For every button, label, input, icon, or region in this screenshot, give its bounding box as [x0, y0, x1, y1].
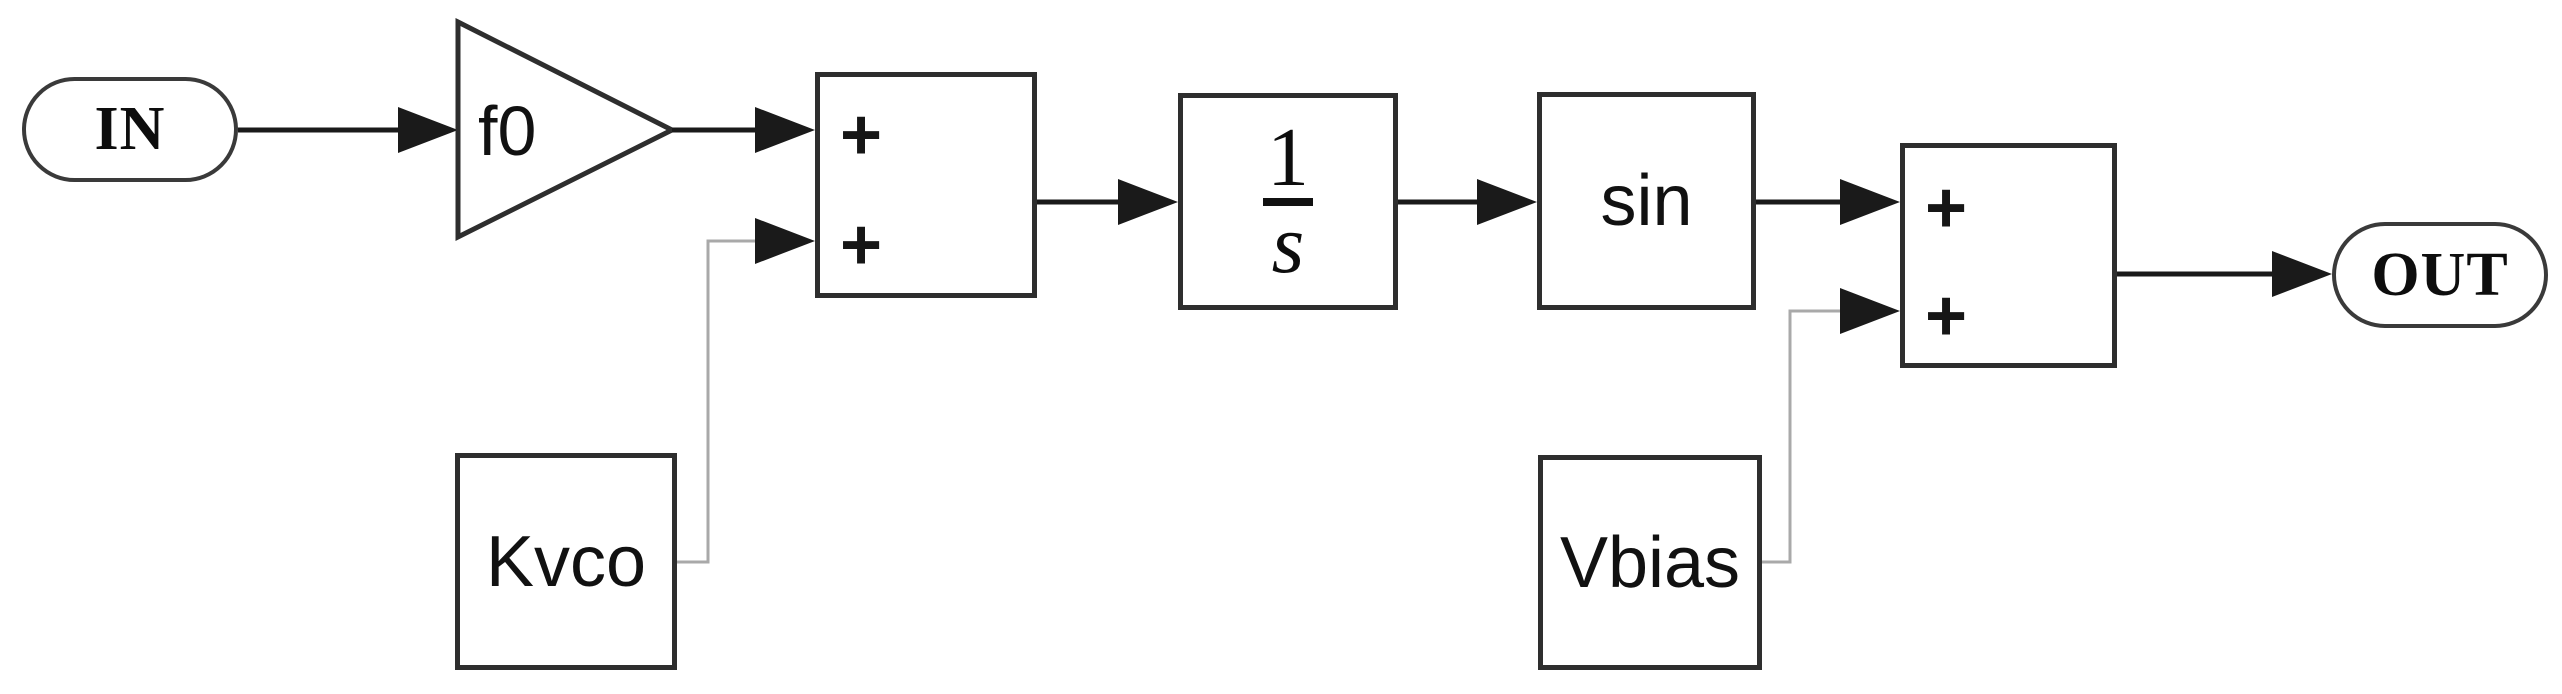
fraction-bar — [1263, 197, 1313, 206]
arrowhead-icon — [1840, 179, 1900, 225]
sum-block-1[interactable]: + + — [815, 72, 1037, 298]
in-port-label: IN — [94, 95, 166, 163]
vbias-block[interactable]: Vbias — [1538, 455, 1762, 670]
arrowhead-icon — [1118, 179, 1178, 225]
input-port-in[interactable]: IN — [22, 77, 238, 182]
gain-label: f0 — [478, 92, 537, 170]
arrowhead-icon — [2272, 251, 2332, 297]
kvco-block[interactable]: Kvco — [455, 453, 677, 670]
arrowhead-icon — [1477, 179, 1537, 225]
sum1-plus-bottom-sign: + — [840, 205, 883, 285]
wire-line — [677, 239, 757, 564]
wire-line — [1762, 309, 1842, 564]
wire-integrator-to-sin[interactable] — [1398, 179, 1537, 225]
wire-in-to-gain[interactable] — [238, 107, 458, 153]
sum2-plus-bottom-sign: + — [1925, 276, 1968, 356]
vbias-label: Vbias — [1559, 522, 1741, 603]
wire-kvco-to-sum1[interactable] — [677, 218, 815, 564]
sin-block[interactable]: sin — [1537, 92, 1756, 310]
arrowhead-icon — [398, 107, 458, 153]
sum2-plus-top-sign: + — [1925, 168, 1968, 248]
wire-gain-to-sum1[interactable] — [672, 107, 815, 153]
arrowhead-icon — [755, 107, 815, 153]
integrator-numerator: 1 — [1267, 110, 1309, 204]
kvco-label: Kvco — [485, 521, 647, 602]
gain-triangle-shape — [455, 17, 678, 242]
out-port-label: OUT — [2371, 240, 2509, 309]
arrowhead-icon — [755, 218, 815, 264]
integrator-block[interactable]: 1 s — [1178, 93, 1398, 310]
sum-block-2[interactable]: + + — [1900, 143, 2117, 368]
wire-sum2-to-out[interactable] — [2117, 251, 2332, 297]
arrowhead-icon — [1840, 288, 1900, 334]
integrator-denominator: s — [1271, 197, 1305, 291]
sin-label: sin — [1600, 161, 1693, 241]
output-port-out[interactable]: OUT — [2332, 222, 2548, 328]
sum1-plus-top-sign: + — [840, 95, 883, 175]
gain-block[interactable] — [455, 17, 678, 242]
wire-vbias-to-sum2[interactable] — [1762, 288, 1900, 564]
wire-sum1-to-integrator[interactable] — [1037, 179, 1178, 225]
wire-sin-to-sum2[interactable] — [1756, 179, 1900, 225]
